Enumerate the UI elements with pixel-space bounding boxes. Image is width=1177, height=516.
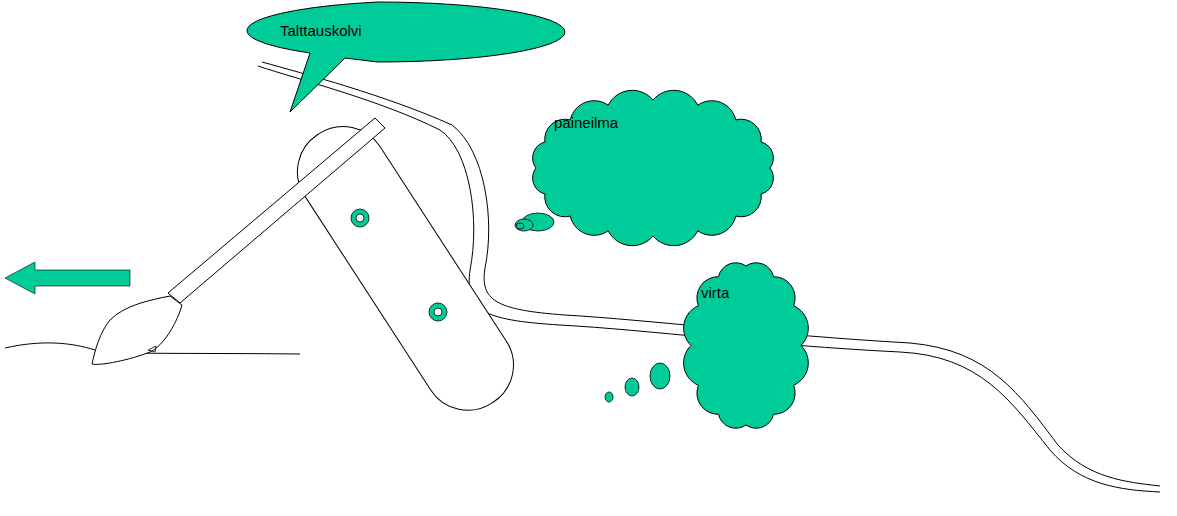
chisel-rod <box>168 118 385 303</box>
chisel-tip <box>92 296 182 364</box>
cable <box>258 66 1160 492</box>
direction-arrow <box>5 262 130 294</box>
callout-text: paineilma <box>554 114 618 132</box>
cable <box>262 62 1160 486</box>
hole <box>351 209 369 227</box>
hole <box>429 303 447 321</box>
handle-body <box>281 110 531 427</box>
thought-cloud: virta <box>683 258 809 433</box>
callout-text: Talttauskolvi <box>280 22 362 40</box>
thought-cloud: paineilma <box>528 92 778 244</box>
speech-bubble: Talttauskolvi <box>190 2 565 62</box>
callout-text: virta <box>701 284 729 302</box>
bubble-outline <box>190 2 565 62</box>
